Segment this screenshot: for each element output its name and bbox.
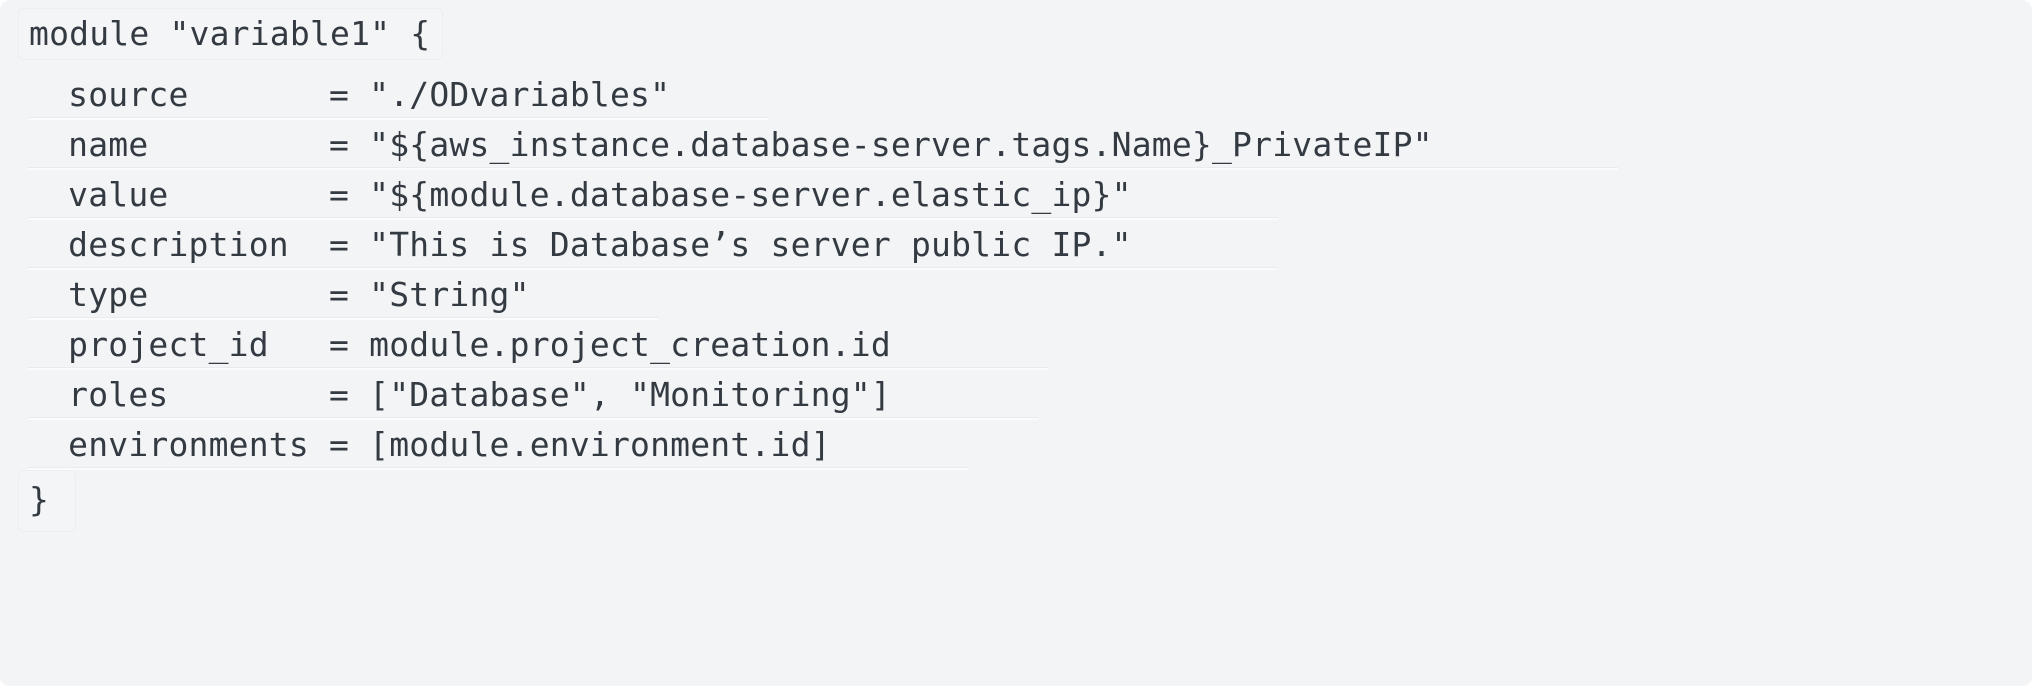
code-line: description = "This is Database’s server… — [0, 220, 2032, 270]
code-line: project_id = module.project_creation.id — [0, 320, 2032, 370]
code-line-separator — [28, 267, 1278, 270]
code-line-text: source = "./ODvariables" — [28, 75, 671, 114]
code-line: module "variable1" { — [0, 8, 2032, 70]
code-line: } — [0, 470, 2032, 542]
code-line: type = "String" — [0, 270, 2032, 320]
code-line-separator — [28, 117, 768, 120]
code-line: source = "./ODvariables" — [0, 70, 2032, 120]
code-line-separator — [28, 217, 1278, 220]
code-block[interactable]: module "variable1" { source = "./ODvaria… — [0, 8, 2032, 542]
code-line-text: type = "String" — [28, 275, 530, 314]
code-line: environments = [module.environment.id] — [0, 420, 2032, 470]
code-line: name = "${aws_instance.database-server.t… — [0, 120, 2032, 170]
code-line-text: name = "${aws_instance.database-server.t… — [28, 125, 1433, 164]
code-line: value = "${module.database-server.elasti… — [0, 170, 2032, 220]
code-line-text: } — [18, 470, 77, 532]
code-line-text: roles = ["Database", "Monitoring"] — [28, 375, 891, 414]
code-line-separator — [28, 467, 968, 470]
code-line-text: project_id = module.project_creation.id — [28, 325, 891, 364]
code-line: roles = ["Database", "Monitoring"] — [0, 370, 2032, 420]
code-line-separator — [28, 317, 658, 320]
code-line-text: module "variable1" { — [18, 8, 444, 60]
code-line-separator — [28, 367, 1048, 370]
code-line-text: description = "This is Database’s server… — [28, 225, 1132, 264]
code-line-separator — [28, 417, 1038, 420]
code-line-text: value = "${module.database-server.elasti… — [28, 175, 1132, 214]
code-line-separator — [28, 167, 1618, 170]
code-line-text: environments = [module.environment.id] — [28, 425, 831, 464]
